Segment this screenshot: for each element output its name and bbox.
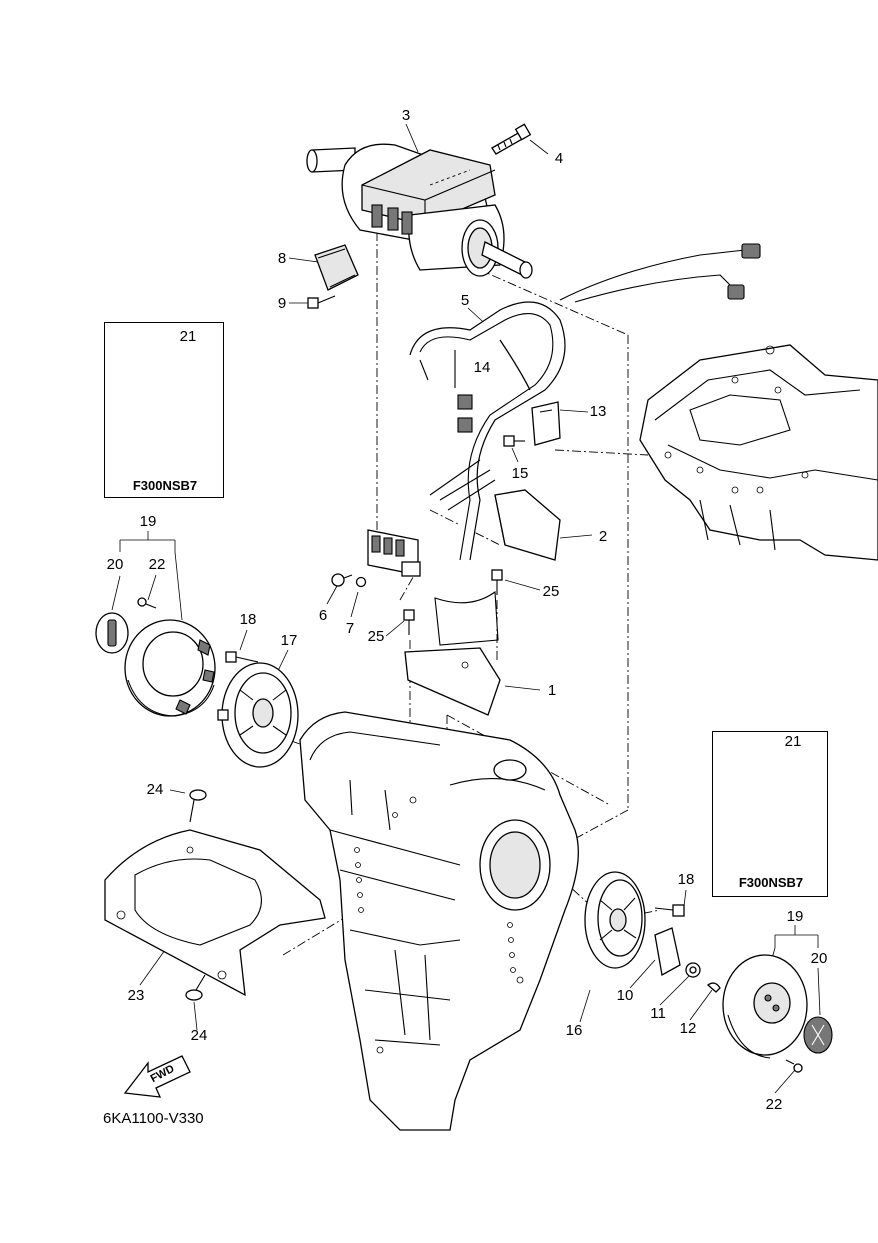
inset-variant-label: F300NSB7: [132, 478, 198, 493]
bolt-4: [491, 123, 532, 155]
callout-8: 8: [277, 250, 287, 267]
shield-2: [494, 489, 561, 561]
emblem-20-right: [803, 1016, 833, 1054]
inset-variant-label: F300NSB7: [738, 875, 804, 890]
plate-10: [654, 927, 681, 977]
bolt-18-left: [225, 651, 259, 663]
callout-24-bottom: 24: [190, 1027, 208, 1044]
callout-19-right: 19: [786, 908, 804, 925]
screw-24-bottom: [185, 974, 206, 1001]
screw-24-top: [189, 789, 207, 823]
callout-1: 1: [547, 682, 557, 699]
inset-box-upper: F300NSB7: [104, 322, 224, 498]
connector-block: [367, 529, 421, 577]
bracket-1: [404, 590, 501, 716]
callout-20-right: 20: [810, 950, 828, 967]
swivel-body: [299, 711, 579, 1131]
callout-4: 4: [554, 150, 564, 167]
callout-7: 7: [345, 620, 355, 637]
screw-22-left: [137, 597, 157, 609]
callout-20-left: 20: [106, 556, 124, 573]
callout-22-left: 22: [148, 556, 166, 573]
cover-19-right: [722, 954, 808, 1059]
callout-13: 13: [589, 403, 607, 420]
callout-18-left: 18: [239, 611, 257, 628]
callout-16: 16: [565, 1022, 583, 1039]
callout-12: 12: [679, 1020, 697, 1037]
callout-23: 23: [127, 987, 145, 1004]
diagram-code: 6KA1100-V330: [103, 1110, 204, 1127]
bolt-15: [503, 435, 525, 447]
bolt-25b: [403, 609, 415, 635]
bracket-16: [584, 871, 646, 969]
screw-22-right: [785, 1059, 803, 1073]
emblem-20-left: [95, 612, 129, 654]
callout-19-left: 19: [139, 513, 157, 530]
nut-11: [685, 962, 701, 978]
bracket-17: [217, 662, 299, 768]
callout-21-lower: 21: [784, 733, 802, 750]
clip-14: [457, 394, 473, 433]
fwd-arrow: [123, 1055, 191, 1098]
cover-19-left: [124, 619, 216, 717]
callout-11: 11: [650, 1005, 666, 1022]
nut-7: [355, 576, 367, 588]
callout-25-left: 25: [367, 628, 385, 645]
screw-9: [307, 295, 336, 309]
callout-18-right: 18: [677, 871, 695, 888]
cover-8: [314, 244, 359, 291]
callout-22-right: 22: [765, 1096, 783, 1113]
bolt-6: [331, 573, 353, 587]
callout-9: 9: [277, 295, 287, 312]
callout-5: 5: [460, 292, 470, 309]
inset-box-lower: F300NSB7: [712, 731, 828, 897]
callout-21-upper: 21: [179, 328, 197, 345]
bolt-25a: [491, 569, 503, 595]
callout-14: 14: [473, 359, 491, 376]
clip-12: [706, 982, 721, 993]
callout-17: 17: [280, 632, 298, 649]
callout-2: 2: [598, 528, 608, 545]
bracket-13: [531, 401, 561, 446]
cover-23: [104, 829, 326, 997]
crankcase-block: [639, 344, 878, 561]
callout-3: 3: [401, 107, 411, 124]
cylinder-unit: [306, 143, 533, 279]
callout-25-right: 25: [542, 583, 560, 600]
wire-harness-5: [409, 243, 761, 561]
callout-10: 10: [616, 987, 634, 1004]
callout-6: 6: [318, 607, 328, 624]
callout-15: 15: [511, 465, 529, 482]
bolt-18-right: [654, 904, 685, 917]
callout-24-top: 24: [146, 781, 164, 798]
